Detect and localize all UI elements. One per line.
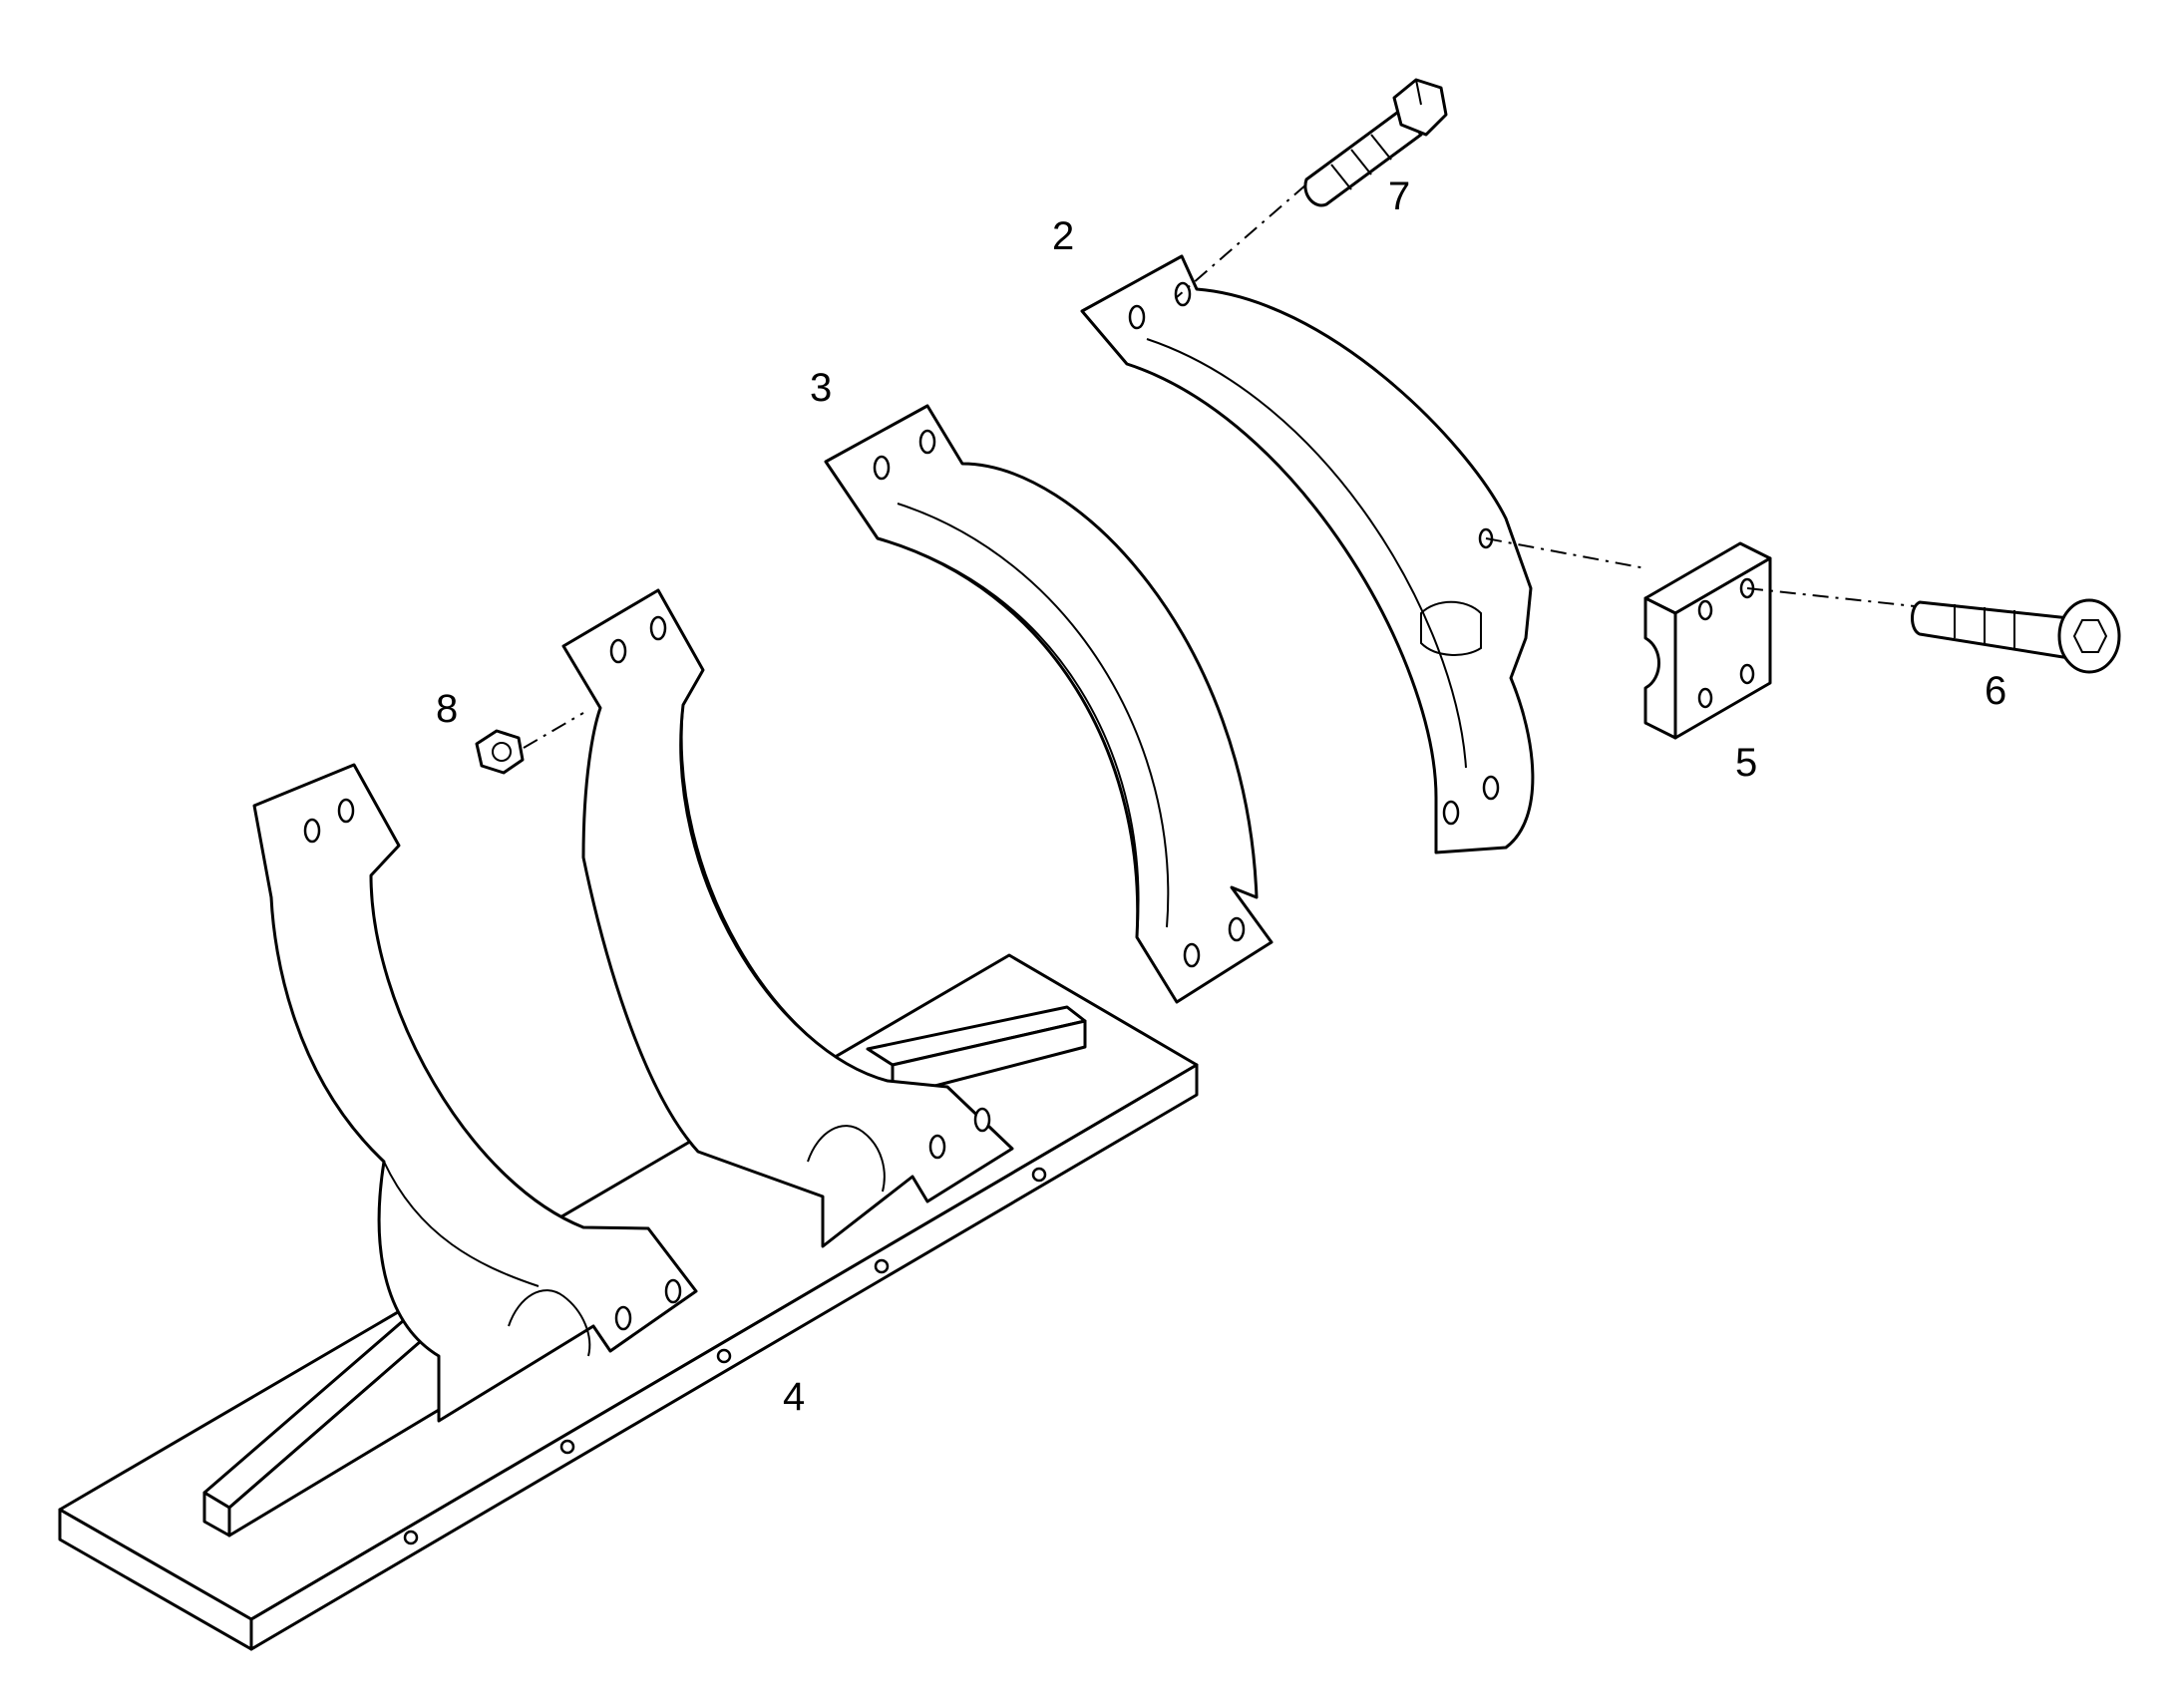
socket-head-screw-6 xyxy=(1911,598,2121,674)
base-bolt-hole xyxy=(716,1348,732,1364)
base-bolt-hole xyxy=(403,1530,419,1545)
upper-bracket-3 xyxy=(824,404,1273,1004)
callout-labels: 2 3 4 5 6 7 8 xyxy=(436,174,2006,1419)
upper-bracket-2 xyxy=(1080,254,1535,854)
rear-lower-saddle-bracket xyxy=(561,588,1014,1248)
callout-2: 2 xyxy=(1052,214,1074,258)
callout-3: 3 xyxy=(810,366,832,410)
callout-4: 4 xyxy=(783,1375,805,1419)
callout-6: 6 xyxy=(1985,669,2006,713)
front-lower-saddle-bracket xyxy=(252,763,698,1423)
base-bolt-hole xyxy=(559,1439,575,1455)
hex-bolt-7 xyxy=(1303,78,1448,207)
clamp-block-5 xyxy=(1643,541,1772,740)
callout-8: 8 xyxy=(436,687,458,731)
rear-gusset-rib xyxy=(866,1005,1087,1099)
hex-nut-8 xyxy=(475,729,525,775)
callout-7: 7 xyxy=(1388,174,1410,218)
callout-5: 5 xyxy=(1735,741,1757,785)
base-bolt-hole xyxy=(874,1258,890,1274)
base-bolt-hole xyxy=(1031,1167,1047,1183)
assembly-axis-lines xyxy=(523,183,1916,749)
